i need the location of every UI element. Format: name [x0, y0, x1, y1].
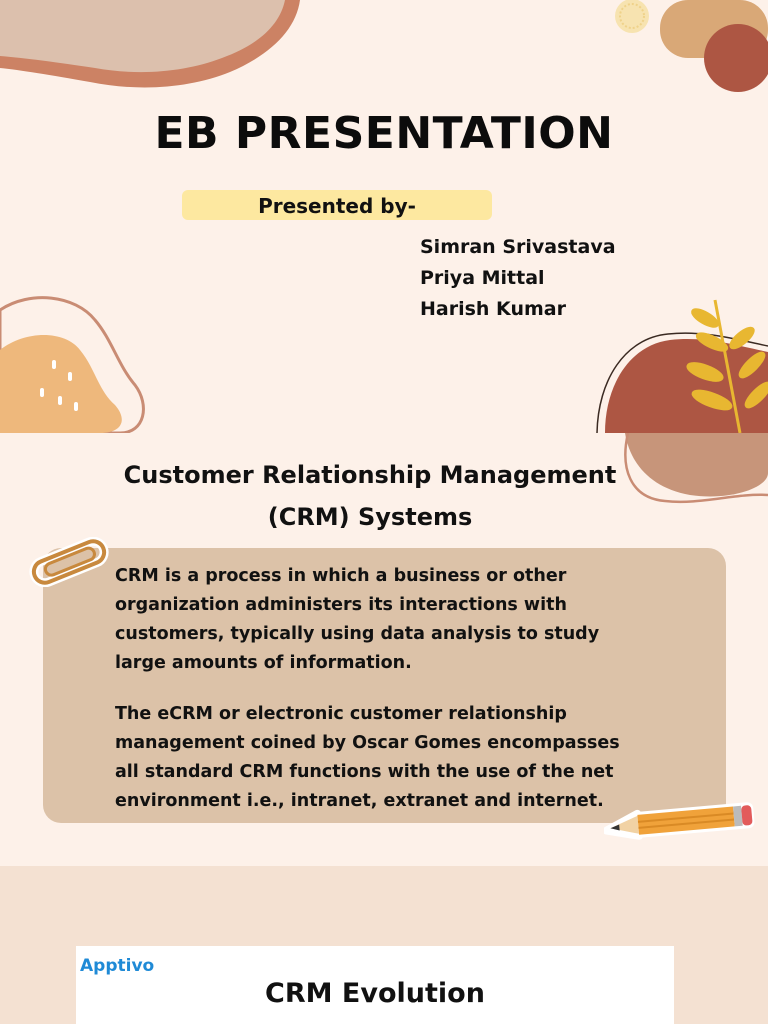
presented-by-highlight	[182, 190, 492, 220]
ecrm-definition: The eCRM or electronic customer relation…	[115, 704, 620, 811]
blob-dots	[40, 360, 78, 411]
presenter-name: Harish Kumar	[420, 298, 566, 320]
blob-top-left	[0, 0, 285, 73]
title-slide: EB PRESENTATION Presented by- Simran Sri…	[0, 0, 768, 433]
section-heading: CRM Evolution	[265, 978, 485, 1009]
presenter-name: Simran Srivastava	[420, 236, 616, 258]
content-card	[43, 548, 726, 823]
decorative-shapes	[624, 433, 768, 504]
paperclip-icon	[29, 537, 109, 587]
blob-left-outline	[0, 296, 145, 433]
content-panel	[76, 946, 674, 1024]
leaf-icon	[686, 299, 768, 433]
blob-top-right	[625, 433, 768, 497]
blob-left	[0, 335, 122, 433]
blob-right	[605, 339, 768, 433]
crm-slide: Customer Relationship Management (CRM) S…	[0, 433, 768, 866]
decorative-shapes	[0, 0, 768, 433]
crm-definition: CRM is a process in which a business or …	[115, 566, 600, 673]
circle-top-right	[704, 24, 768, 92]
apptivo-logo: Apptivo	[80, 956, 155, 976]
crm-evolution-slide: Apptivo CRM Evolution	[0, 866, 768, 1024]
section-heading: (CRM) Systems	[267, 503, 473, 531]
page-title: EB PRESENTATION	[154, 108, 614, 159]
pencil-icon	[604, 802, 755, 840]
presenter-name: Priya Mittal	[420, 267, 545, 289]
presented-by-label: Presented by-	[258, 194, 416, 218]
section-heading: Customer Relationship Management	[123, 461, 617, 489]
